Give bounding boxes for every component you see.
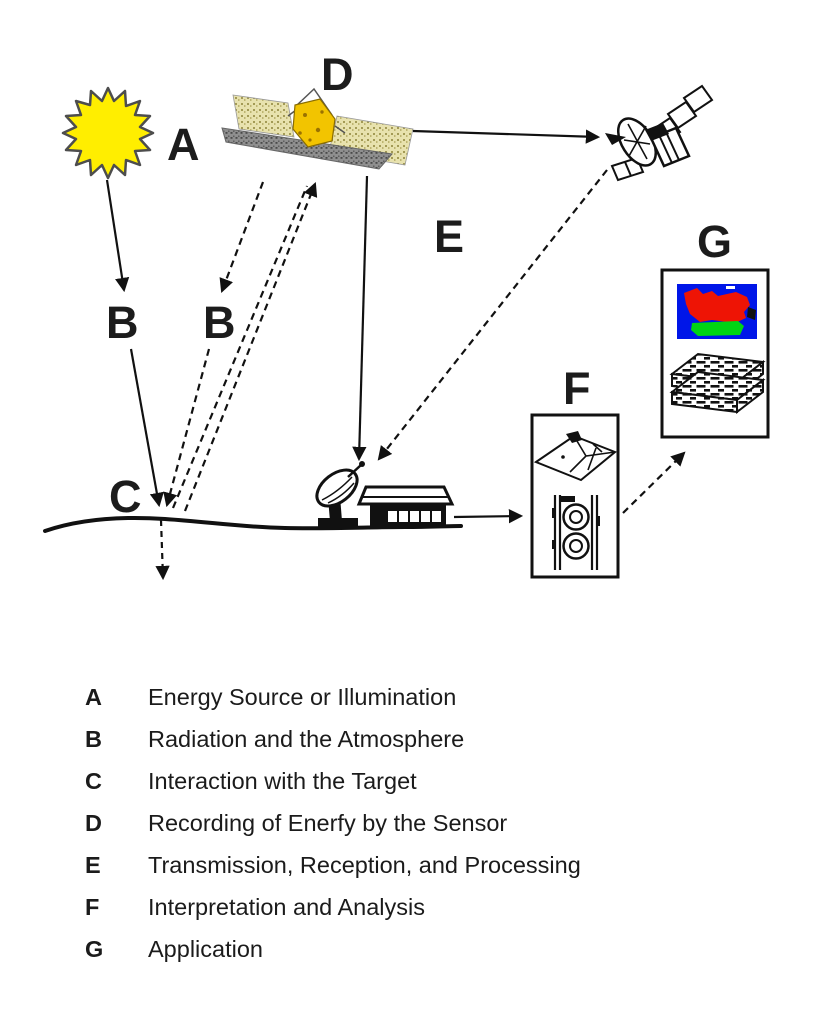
relay-satellite-icon	[605, 84, 714, 182]
legend-description: Radiation and the Atmosphere	[148, 726, 465, 752]
legend-letter: G	[85, 936, 104, 962]
legend-description: Energy Source or Illumination	[148, 684, 457, 710]
arrow-sun-to-atmosphere	[105, 179, 130, 293]
legend-description: Transmission, Reception, and Processing	[148, 852, 581, 878]
satellite-left-panel	[232, 94, 295, 138]
sun-icon	[61, 86, 155, 180]
arrow-station-to-interpretation	[453, 509, 524, 524]
arrow-interpretation-to-application	[622, 451, 686, 514]
legend-row-d: D Recording of Enerfy by the Sensor	[85, 802, 581, 844]
label-a: A	[167, 119, 200, 170]
label-b1: B	[106, 297, 139, 348]
legend-row-b: B Radiation and the Atmosphere	[85, 718, 581, 760]
ground-station-dish-icon	[315, 461, 365, 527]
diagram-canvas: A B B C D E F G	[43, 49, 770, 581]
arrow-relay-to-station	[377, 169, 608, 461]
legend: A Energy Source or Illumination B Radiatio…	[85, 676, 581, 970]
label-e: E	[434, 211, 464, 262]
application-box	[660, 268, 770, 439]
legend-row-g: G Application	[85, 928, 581, 970]
relay-nose	[605, 133, 626, 145]
legend-letter: D	[85, 810, 102, 836]
interpretation-box	[530, 413, 620, 579]
arrow-sensor-to-atmosphere	[219, 181, 265, 294]
legend-description: Recording of Enerfy by the Sensor	[148, 810, 508, 836]
label-g: G	[697, 216, 732, 267]
label-c: C	[109, 471, 142, 522]
satellite-radar-bar	[221, 127, 393, 170]
ground-station-building-icon	[356, 485, 455, 527]
arrow-atmosphere-to-target-2	[163, 348, 211, 508]
legend-row-c: C Interaction with the Target	[85, 760, 581, 802]
legend-row-a: A Energy Source or Illumination	[85, 676, 581, 718]
label-b2: B	[203, 297, 236, 348]
energy-path-arrows	[105, 129, 686, 581]
arrow-absorbed-below-ground	[155, 519, 170, 581]
label-f: F	[563, 363, 591, 414]
legend-description: Interpretation and Analysis	[148, 894, 425, 920]
film-strip-icon	[552, 495, 600, 570]
legend-letter: B	[85, 726, 102, 752]
arrow-atmosphere-to-target	[129, 348, 164, 508]
classified-map-image	[677, 284, 757, 339]
legend-letter: F	[85, 894, 100, 920]
legend-row-e: E Transmission, Reception, and Processing	[85, 844, 581, 886]
arrow-sensor-to-relay	[412, 129, 601, 144]
legend-letter: C	[85, 768, 102, 794]
contour-map-sketch-icon	[533, 431, 617, 482]
arrow-sensor-to-station	[352, 175, 369, 462]
satellite-body	[292, 98, 336, 148]
satellite-body-speckles	[298, 110, 324, 142]
legend-letter: E	[85, 852, 101, 878]
satellite-sensor-icon	[221, 87, 414, 170]
legend-letter: A	[85, 684, 102, 710]
label-d: D	[321, 49, 354, 100]
reflected-ray-line	[171, 185, 309, 509]
data-layers-icon	[669, 352, 766, 415]
legend-description: Interaction with the Target	[148, 768, 417, 794]
legend-row-f: F Interpretation and Analysis	[85, 886, 581, 928]
legend-description: Application	[148, 936, 263, 962]
arrow-target-to-sensor	[183, 182, 318, 512]
building-windows	[388, 511, 441, 522]
